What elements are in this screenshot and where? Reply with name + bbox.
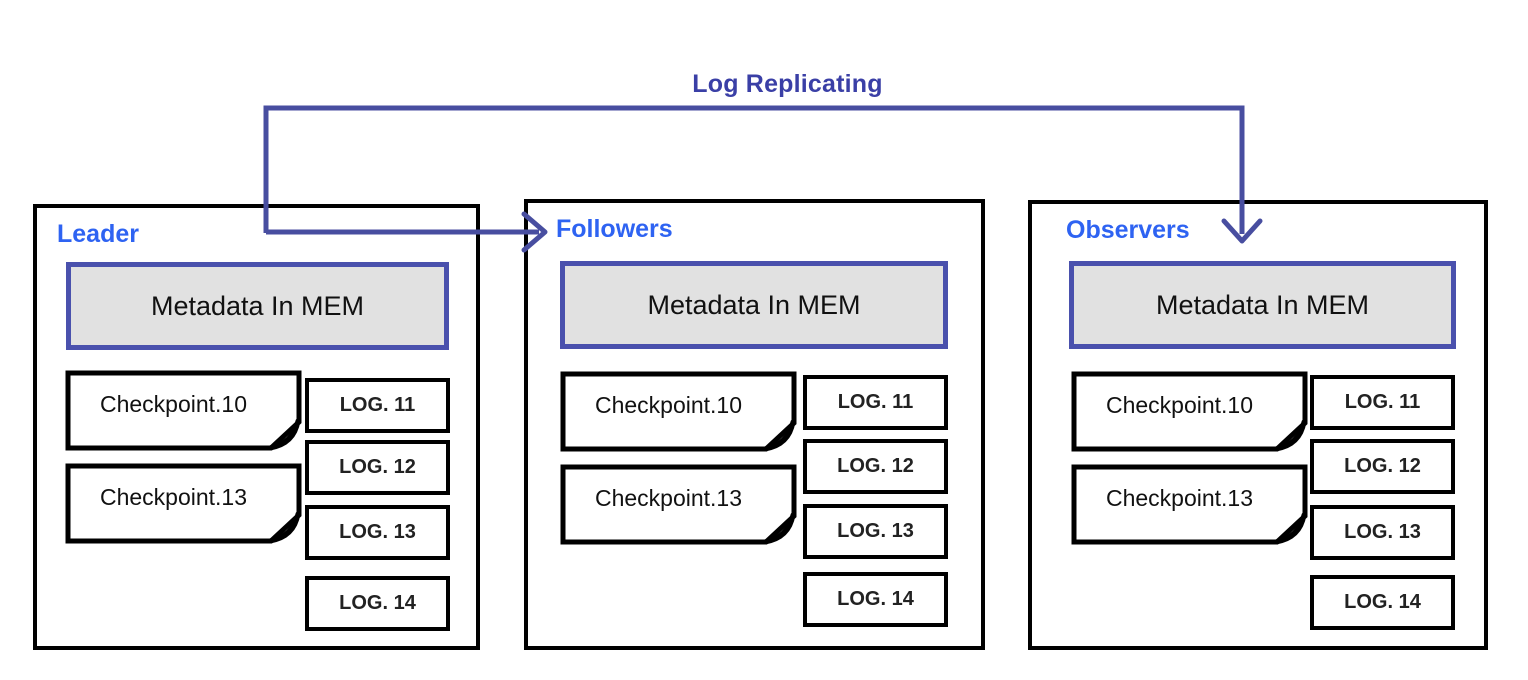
node-title: Leader: [57, 220, 139, 248]
log-label: LOG. 14: [837, 588, 914, 610]
checkpoint-box: Checkpoint.13: [65, 463, 302, 544]
checkpoint-box: Checkpoint.13: [1071, 464, 1308, 545]
node-followers: Followers Metadata In MEM Checkpoint.10 …: [524, 199, 985, 650]
log-box: LOG. 14: [1310, 575, 1455, 630]
checkpoint-label: Checkpoint.13: [1105, 485, 1254, 511]
checkpoint-label: Checkpoint.13: [99, 484, 248, 510]
log-label: LOG. 12: [837, 455, 914, 477]
checkpoint-label: Checkpoint.10: [99, 391, 248, 417]
log-box: LOG. 13: [305, 505, 450, 560]
log-label: LOG. 14: [1344, 591, 1421, 613]
log-label: LOG. 11: [339, 394, 416, 416]
log-box: LOG. 13: [1310, 505, 1455, 560]
checkpoint-box: Checkpoint.10: [1071, 371, 1308, 452]
log-box: LOG. 12: [803, 439, 948, 494]
log-box: LOG. 13: [803, 504, 948, 559]
folded-page-icon: [65, 370, 302, 451]
log-box: LOG. 12: [1310, 439, 1455, 494]
metadata-in-mem-label: Metadata In MEM: [647, 289, 861, 320]
folded-page-icon: [1071, 371, 1308, 452]
connector-label: Log Replicating: [692, 70, 883, 98]
node-observers: Observers Metadata In MEM Checkpoint.10 …: [1028, 200, 1488, 650]
node-title: Observers: [1066, 216, 1190, 244]
log-label: LOG. 11: [837, 391, 914, 413]
log-box: LOG. 11: [803, 375, 948, 430]
metadata-in-mem-label: Metadata In MEM: [150, 290, 365, 321]
checkpoint-box: Checkpoint.13: [560, 464, 797, 545]
log-label: LOG. 13: [1344, 521, 1421, 543]
log-box: LOG. 12: [305, 440, 450, 495]
log-box: LOG. 14: [803, 572, 948, 627]
log-label: LOG. 13: [837, 520, 914, 542]
log-label: LOG. 13: [339, 521, 416, 543]
checkpoint-label: Checkpoint.10: [594, 392, 743, 418]
log-label: LOG. 12: [1344, 455, 1421, 477]
checkpoint-box: Checkpoint.10: [65, 370, 302, 451]
checkpoint-label: Checkpoint.13: [594, 485, 743, 511]
log-label: LOG. 11: [1344, 391, 1421, 413]
metadata-in-mem-box: Metadata In MEM: [1069, 261, 1456, 349]
log-label: LOG. 14: [339, 592, 416, 614]
metadata-in-mem-box: Metadata In MEM: [560, 261, 948, 349]
folded-page-icon: [1071, 464, 1308, 545]
checkpoint-label: Checkpoint.10: [1105, 392, 1254, 418]
log-box: LOG. 14: [305, 576, 450, 631]
log-box: LOG. 11: [305, 378, 450, 433]
folded-page-icon: [65, 463, 302, 544]
node-leader: Leader Metadata In MEM Checkpoint.10 Che…: [33, 204, 480, 650]
node-title: Followers: [556, 215, 673, 243]
folded-page-icon: [560, 464, 797, 545]
metadata-in-mem-box: Metadata In MEM: [66, 262, 449, 350]
metadata-in-mem-label: Metadata In MEM: [1155, 289, 1370, 320]
checkpoint-box: Checkpoint.10: [560, 371, 797, 452]
log-box: LOG. 11: [1310, 375, 1455, 430]
log-label: LOG. 12: [339, 456, 416, 478]
folded-page-icon: [560, 371, 797, 452]
